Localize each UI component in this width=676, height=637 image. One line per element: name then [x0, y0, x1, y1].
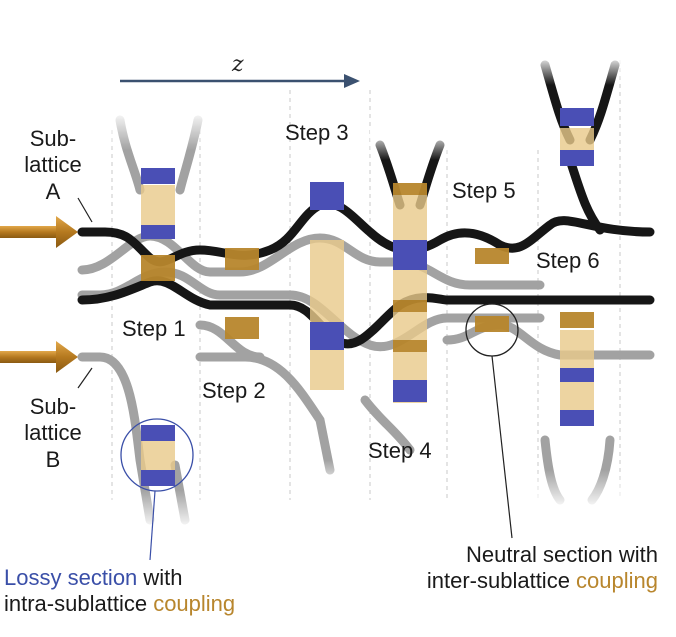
- sublattice-b-label: Sub- lattice B: [24, 394, 82, 472]
- step-2-label: Step 2: [202, 378, 266, 403]
- step-5-label: Step 5: [452, 178, 516, 203]
- sublattice-a-label: Sub- lattice A: [24, 126, 82, 204]
- lossy-section-highlight: [120, 418, 194, 492]
- lossy-pointer: [149, 490, 156, 561]
- step-4-label: Step 4: [368, 438, 432, 463]
- z-axis-label: z: [232, 52, 244, 77]
- step-3-label: Step 3: [285, 120, 349, 145]
- lossy-sections: [141, 108, 594, 486]
- sublattice-b-pointer: [77, 367, 93, 389]
- step-1-label: Step 1: [122, 316, 186, 341]
- neutral-caption: Neutral section with inter-sublattice co…: [426, 542, 658, 594]
- neutral-pointer: [491, 355, 513, 539]
- sublattice-a-pointer: [77, 197, 93, 223]
- input-arrow-a: [0, 216, 78, 248]
- input-arrow-b: [0, 341, 78, 373]
- z-axis-arrow: [120, 74, 360, 88]
- lossy-caption: Lossy section with intra-sublattice coup…: [4, 565, 236, 617]
- step-6-label: Step 6: [536, 248, 600, 273]
- step-separators: [111, 60, 621, 500]
